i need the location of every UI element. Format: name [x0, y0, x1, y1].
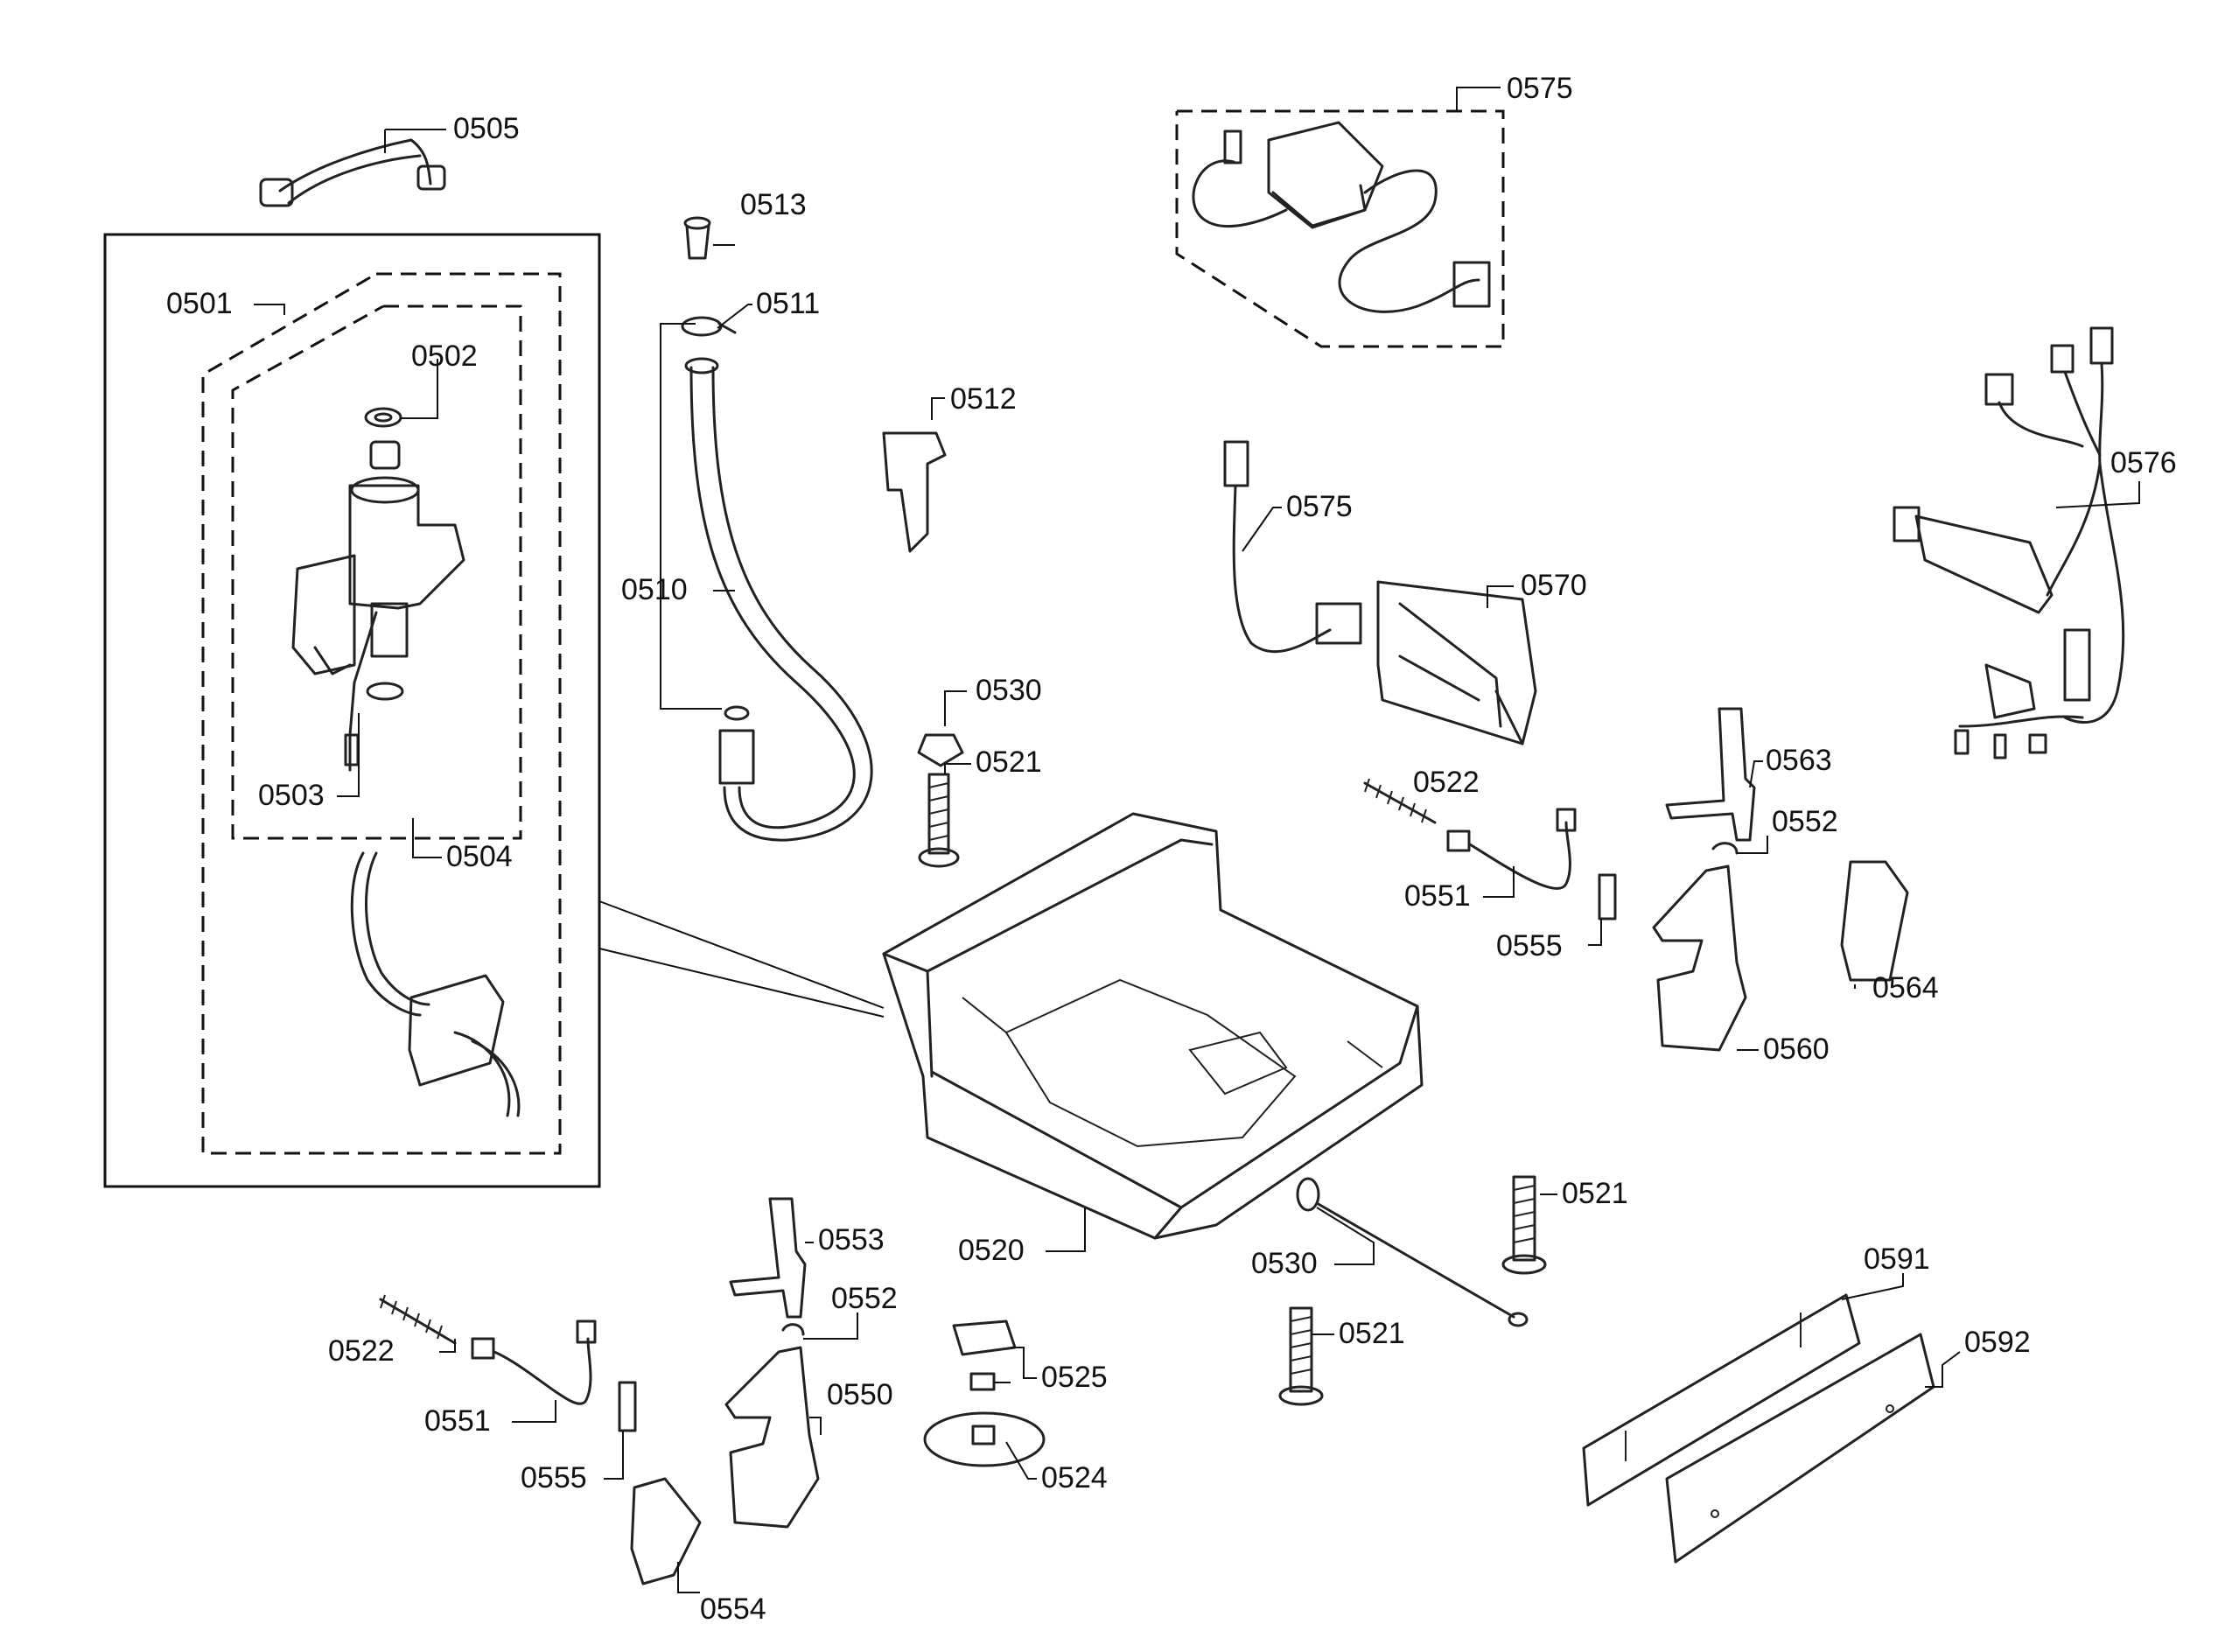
part-0551-cable-lower — [471, 1320, 597, 1405]
callout-0512: 0512 — [950, 382, 1017, 416]
part-0522-spring-upper — [1363, 778, 1437, 824]
callout-0551-upper: 0551 — [1404, 879, 1471, 913]
part-0502-valve — [291, 407, 465, 772]
callout-0501: 0501 — [166, 287, 233, 320]
callout-0555-lower: 0555 — [521, 1461, 587, 1494]
part-0570-control-module — [1376, 580, 1537, 746]
callout-0510: 0510 — [621, 573, 688, 606]
callout-0520: 0520 — [958, 1234, 1025, 1267]
part-0592-panel — [1665, 1333, 1935, 1564]
part-0530-cable — [1296, 1177, 1529, 1327]
callout-0513: 0513 — [740, 188, 807, 221]
callout-0504: 0504 — [446, 840, 513, 873]
callout-0522-upper: 0522 — [1413, 766, 1480, 799]
part-0505-hose — [259, 138, 446, 207]
callout-0553: 0553 — [818, 1223, 885, 1256]
part-0521-foot-middle — [1501, 1175, 1547, 1275]
inlet-valve-inset — [103, 233, 885, 1188]
callout-0522-lower: 0522 — [328, 1334, 395, 1368]
part-0555-switch-lower — [618, 1381, 637, 1432]
callout-0552-lower: 0552 — [831, 1282, 898, 1315]
part-0522-spring-lower — [379, 1294, 457, 1345]
callout-0576: 0576 — [2110, 446, 2177, 480]
part-0575-cord — [1223, 440, 1362, 654]
callout-labels: 0505 0513 0511 0501 0502 0503 0504 0510 … — [166, 72, 2177, 1626]
callout-0550: 0550 — [827, 1378, 893, 1411]
callout-0530-upper: 0530 — [976, 674, 1042, 707]
callout-0552-upper: 0552 — [1772, 805, 1838, 838]
callout-0555-upper: 0555 — [1496, 929, 1563, 962]
part-0525-switch — [952, 1320, 1017, 1391]
part-0504-hose — [350, 851, 521, 1117]
leader-lines — [254, 87, 2140, 1593]
part-0564-cover — [1840, 860, 1909, 982]
part-0563-hinge-lever — [1665, 707, 1756, 842]
callout-0563: 0563 — [1766, 744, 1832, 777]
callout-0592: 0592 — [1964, 1326, 2031, 1359]
part-0551-cable-upper — [1446, 808, 1577, 890]
callout-0560: 0560 — [1763, 1032, 1830, 1066]
callout-0564: 0564 — [1872, 971, 1939, 1004]
part-0513-sleeve — [683, 216, 711, 260]
part-0552-clip-upper — [1711, 842, 1739, 855]
callout-0575-top: 0575 — [1507, 72, 1573, 105]
callout-0521-upper: 0521 — [976, 746, 1042, 779]
callout-0521-middle: 0521 — [1562, 1177, 1628, 1210]
callout-0575-cord: 0575 — [1286, 490, 1353, 523]
part-0555-switch-upper — [1598, 873, 1617, 920]
part-0524-float — [923, 1411, 1046, 1467]
part-0591-panel — [1582, 1293, 1861, 1507]
part-0520-base — [882, 812, 1424, 1240]
callout-0505: 0505 — [453, 112, 520, 145]
callout-0524: 0524 — [1041, 1461, 1108, 1494]
part-0560-hinge-bracket — [1652, 864, 1747, 1052]
part-0553-hinge-lever — [729, 1197, 807, 1319]
part-0576-wiring-harness — [1893, 326, 2125, 760]
callout-0551-lower: 0551 — [424, 1404, 491, 1438]
callout-0525: 0525 — [1041, 1361, 1108, 1394]
part-0512-bracket — [882, 431, 947, 553]
callout-0502: 0502 — [411, 340, 478, 373]
part-0530-nut-upper — [917, 733, 964, 767]
callout-0570: 0570 — [1521, 569, 1587, 602]
part-0550-hinge-bracket — [724, 1346, 820, 1529]
part-0521-foot-upper — [918, 773, 960, 868]
callout-0530-lower: 0530 — [1251, 1247, 1318, 1280]
callout-0503: 0503 — [258, 779, 325, 812]
part-0521-foot-lower — [1278, 1306, 1324, 1406]
callout-0521-lower: 0521 — [1339, 1317, 1405, 1350]
callout-0554: 0554 — [700, 1592, 766, 1626]
callout-0511: 0511 — [756, 287, 820, 320]
part-0510-drain-hose — [684, 357, 873, 842]
part-0575-terminal-box — [1175, 109, 1505, 348]
callout-0591: 0591 — [1864, 1242, 1930, 1276]
part-0554-cover — [630, 1477, 702, 1586]
part-0552-clip-lower — [781, 1323, 805, 1336]
